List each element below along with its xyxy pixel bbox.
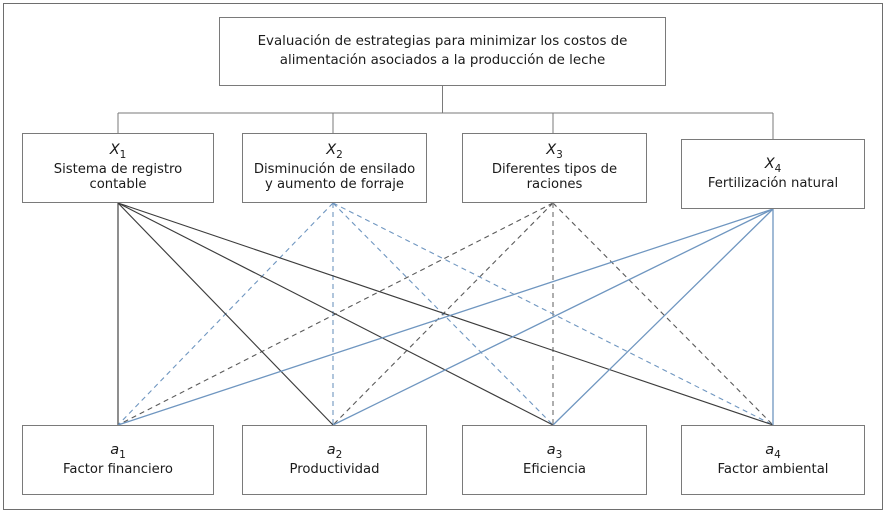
criteria-node-x3[interactable]: X3 Diferentes tipos de raciones	[462, 133, 647, 203]
criteria-x3-label: Diferentes tipos de raciones	[491, 161, 618, 193]
link-x3-a4	[552, 202, 774, 426]
link-x1-a2	[117, 202, 334, 426]
link-x4-a1	[117, 208, 774, 426]
link-x1-a3	[117, 202, 554, 426]
alternative-a3-label: Eficiencia	[522, 461, 587, 477]
criteria-node-x4[interactable]: X4 Fertilización natural	[681, 139, 865, 209]
alternative-a3-variable: a3	[546, 441, 563, 461]
criteria-x2-label: Disminución de ensilado y aumento de for…	[253, 161, 416, 193]
alternative-node-a2[interactable]: a2 Productividad	[242, 425, 427, 495]
link-x4-a3	[552, 208, 774, 426]
alternative-a4-variable: a4	[765, 441, 781, 461]
link-x1-a4	[117, 202, 774, 426]
links-from-x1	[117, 202, 774, 426]
goal-node: Evaluación de estrategias para minimizar…	[219, 17, 666, 86]
outer-frame	[3, 3, 883, 510]
hierarchy-connectors	[117, 86, 774, 139]
alternative-a2-variable: a2	[326, 441, 343, 461]
link-x4-a2	[332, 208, 774, 426]
alternative-node-a4[interactable]: a4 Factor ambiental	[681, 425, 865, 495]
alternative-node-a1[interactable]: a1 Factor financiero	[22, 425, 214, 495]
criteria-x4-variable: X4	[764, 155, 782, 175]
criteria-node-x1[interactable]: X1 Sistema de registro contable	[22, 133, 214, 203]
alternative-a2-label: Productividad	[289, 461, 380, 477]
criteria-x4-label: Fertilización natural	[707, 175, 839, 191]
alternative-a1-label: Factor financiero	[63, 461, 173, 477]
alternative-node-a3[interactable]: a3 Eficiencia	[462, 425, 647, 495]
link-x2-a3	[332, 202, 554, 426]
alternative-a4-label: Factor ambiental	[717, 461, 829, 477]
links-from-x4	[117, 208, 774, 426]
goal-label: Evaluación de estrategias para minimizar…	[257, 34, 628, 68]
criteria-x2-variable: X2	[326, 141, 343, 161]
criteria-x1-label: Sistema de registro contable	[53, 161, 183, 193]
link-x2-a4	[332, 202, 774, 426]
criteria-x3-variable: X3	[546, 141, 563, 161]
alternative-a1-variable: a1	[110, 441, 126, 461]
criteria-node-x2[interactable]: X2 Disminución de ensilado y aumento de …	[242, 133, 427, 203]
criteria-x1-variable: X1	[109, 141, 127, 161]
